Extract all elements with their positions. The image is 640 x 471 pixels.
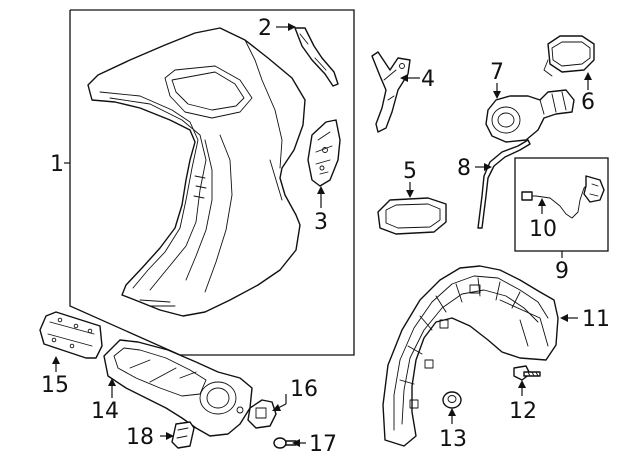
screw-part-12 bbox=[513, 365, 541, 381]
callout-5: 5 bbox=[403, 159, 417, 184]
callout-15: 15 bbox=[41, 373, 69, 398]
callout-13: 13 bbox=[439, 427, 467, 452]
callout-3: 3 bbox=[314, 210, 328, 235]
callout-8: 8 bbox=[457, 156, 471, 181]
rod-part-8 bbox=[477, 139, 531, 229]
callout-10: 10 bbox=[529, 217, 557, 242]
support-bracket-part-4 bbox=[371, 51, 411, 133]
clip-part-13 bbox=[442, 391, 462, 409]
callout-labels: 1 2 3 4 5 6 7 8 9 10 11 12 13 14 15 16 1… bbox=[41, 16, 610, 457]
actuator-part-10 bbox=[521, 175, 605, 219]
latch-part-16 bbox=[247, 399, 277, 429]
hinge-part-18 bbox=[171, 421, 195, 449]
callout-14: 14 bbox=[91, 399, 119, 424]
part-1-group-frame bbox=[69, 9, 355, 356]
callout-1: 1 bbox=[50, 152, 64, 177]
leader-lines bbox=[52, 23, 592, 447]
quarter-panel-part-1 bbox=[87, 27, 306, 317]
callout-17: 17 bbox=[309, 432, 337, 457]
fuel-housing-part-7 bbox=[485, 89, 575, 143]
callout-7: 7 bbox=[490, 60, 504, 85]
callout-2: 2 bbox=[258, 16, 272, 41]
callout-9: 9 bbox=[555, 259, 569, 284]
plate-part-15 bbox=[39, 311, 103, 359]
bolt-part-17 bbox=[273, 437, 297, 449]
bracket-part-2 bbox=[294, 27, 339, 87]
callout-18: 18 bbox=[126, 425, 154, 450]
cover-part-5 bbox=[377, 197, 447, 235]
callout-12: 12 bbox=[509, 399, 537, 424]
fuel-door-part-6 bbox=[543, 35, 595, 77]
callout-4: 4 bbox=[421, 67, 435, 92]
filler-pocket-part-14 bbox=[103, 339, 253, 437]
extension-panel-part-3 bbox=[307, 119, 341, 187]
callout-6: 6 bbox=[581, 90, 595, 115]
callout-16: 16 bbox=[290, 377, 318, 402]
callout-11: 11 bbox=[582, 307, 610, 332]
wheelhouse-liner-part-11 bbox=[382, 265, 559, 447]
